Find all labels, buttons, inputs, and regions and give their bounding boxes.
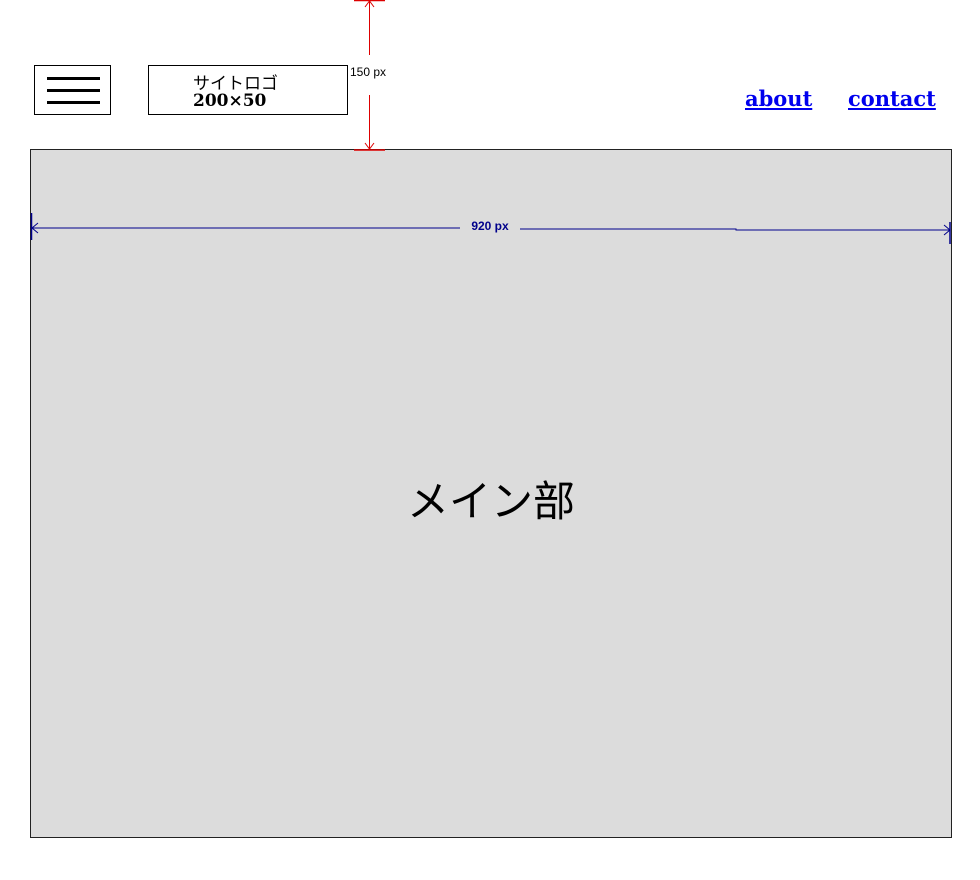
height-arrow-up [364,0,375,8]
site-logo-placeholder[interactable]: サイトロゴ 200×50 [148,65,348,115]
nav-link-contact[interactable]: contact [848,86,936,111]
main-label: メイン部 [406,477,575,526]
menu-bar-bottom [47,101,100,104]
logo-size: 200×50 [193,91,267,111]
hamburger-menu-button[interactable] [34,65,111,115]
width-dimension-label: 920 px [462,219,518,233]
main-content-area: メイン部 [30,149,952,838]
menu-bar-top [47,77,100,80]
height-dimension-label: 150 px [349,65,388,79]
logo-title: サイトロゴ [193,74,278,94]
nav-link-about[interactable]: about [745,86,813,111]
menu-bar-middle [47,89,100,92]
